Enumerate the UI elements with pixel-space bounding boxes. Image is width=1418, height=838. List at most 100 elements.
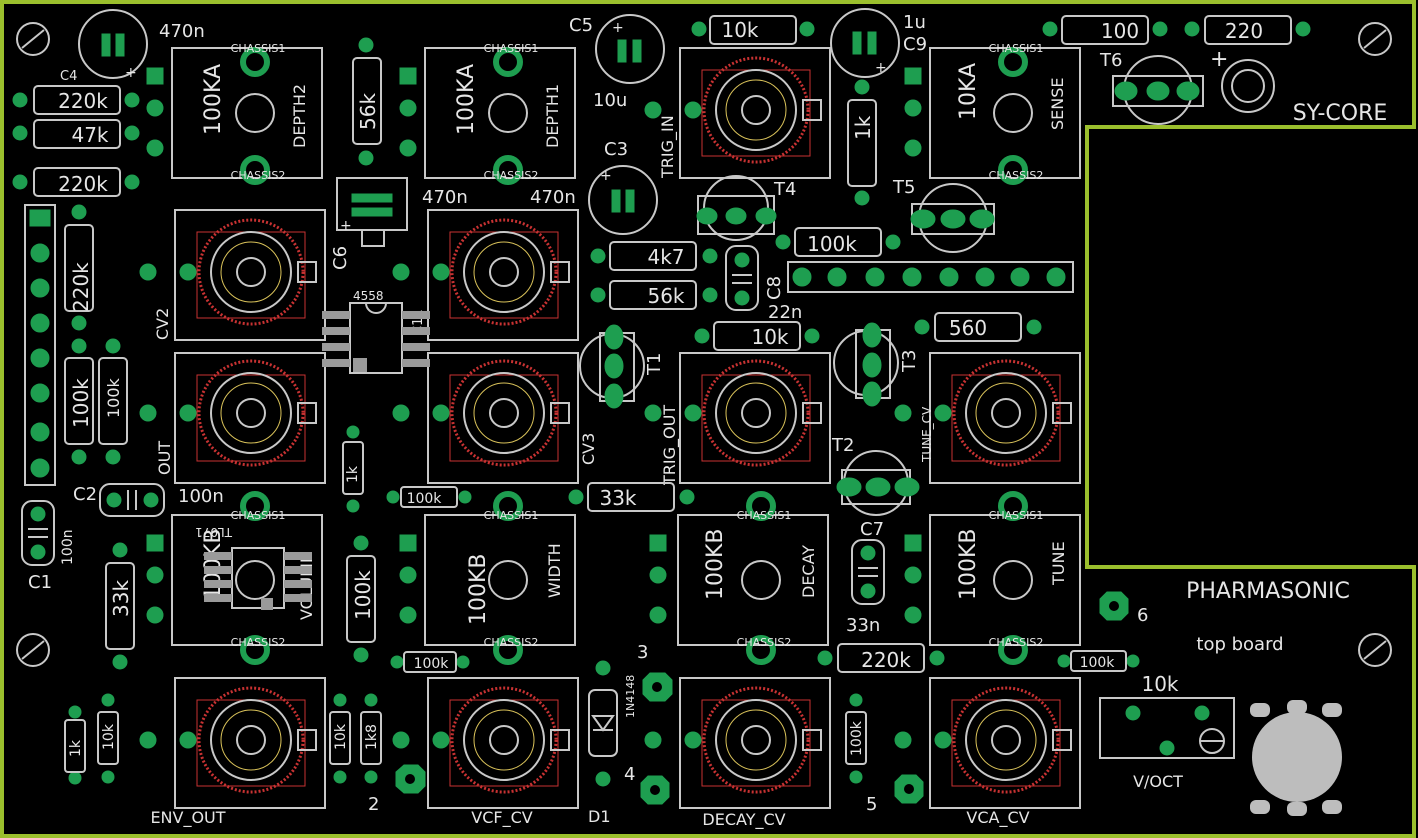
resistor-r7-100: 100 bbox=[1042, 15, 1168, 45]
svg-text:CHASSIS2: CHASSIS2 bbox=[737, 636, 792, 649]
svg-text:560: 560 bbox=[949, 316, 987, 340]
svg-text:T3: T3 bbox=[899, 350, 920, 373]
transistor-t2: T2 bbox=[831, 435, 920, 516]
svg-text:CHASSIS1: CHASSIS1 bbox=[989, 509, 1044, 522]
svg-text:1k: 1k bbox=[68, 739, 84, 757]
resistor-r14-100k: 100k bbox=[775, 227, 901, 257]
svg-text:10KA: 10KA bbox=[956, 63, 981, 120]
svg-text:100KA: 100KA bbox=[201, 64, 226, 135]
pot-depth2: CHASSIS1 CHASSIS2 100KA DEPTH2 bbox=[146, 42, 323, 185]
jack-trig-in: TRIG_IN bbox=[644, 47, 831, 179]
jack-tune-cv: TUNE_CV bbox=[894, 352, 1081, 484]
pot-decay: CHASSIS1 CHASSIS2 100KB DECAY bbox=[649, 491, 829, 665]
svg-text:CHASSIS2: CHASSIS2 bbox=[989, 636, 1044, 649]
resistor-r10-100k: 100k bbox=[64, 338, 94, 465]
svg-text:VCA_CV: VCA_CV bbox=[966, 808, 1029, 828]
capacitor-c1: C1 100n bbox=[21, 500, 76, 593]
jack-cv3: CV3 bbox=[392, 352, 598, 484]
svg-text:+: + bbox=[612, 20, 624, 36]
ic-tl071: TL071 bbox=[195, 525, 312, 610]
svg-text:CHASSIS2: CHASSIS2 bbox=[989, 169, 1044, 182]
resistor-r6-1k: 1k bbox=[847, 79, 877, 206]
round-switch-footprint bbox=[1250, 700, 1342, 816]
svg-text:+: + bbox=[125, 65, 137, 81]
jack-decay-cv: DECAY_CV bbox=[644, 677, 831, 830]
pot-depth1: CHASSIS1 CHASSIS2 100KA DEPTH1 bbox=[399, 42, 576, 185]
svg-text:100k: 100k bbox=[1080, 655, 1116, 671]
svg-text:T1: T1 bbox=[644, 353, 665, 376]
svg-text:D1: D1 bbox=[588, 807, 611, 826]
svg-text:1k: 1k bbox=[851, 115, 875, 140]
trimmer-voct: 10k V/OCT bbox=[1099, 672, 1235, 791]
svg-text:100KB: 100KB bbox=[466, 553, 491, 625]
svg-text:220k: 220k bbox=[58, 89, 108, 113]
svg-text:100k: 100k bbox=[414, 656, 450, 672]
svg-text:T6: T6 bbox=[1099, 50, 1122, 71]
resistor-r2-47k: 47k bbox=[12, 119, 140, 149]
svg-text:TRIG_OUT: TRIG_OUT bbox=[660, 405, 680, 486]
svg-text:DEPTH2: DEPTH2 bbox=[290, 84, 309, 148]
test-point-2: 2 bbox=[368, 764, 426, 815]
resistor-r8-220: 220 bbox=[1184, 15, 1311, 45]
svg-text:C2: C2 bbox=[73, 484, 97, 505]
svg-text:T2: T2 bbox=[831, 435, 854, 456]
svg-text:C1: C1 bbox=[28, 572, 52, 593]
board-title: PHARMASONIC bbox=[1186, 579, 1350, 604]
svg-text:10k: 10k bbox=[1141, 672, 1178, 696]
svg-text:220k: 220k bbox=[58, 172, 108, 196]
svg-text:100k: 100k bbox=[69, 378, 93, 428]
svg-text:220k: 220k bbox=[69, 262, 93, 312]
resistor-r24-100k: 100k bbox=[1057, 650, 1140, 672]
svg-text:1u: 1u bbox=[903, 12, 926, 33]
svg-text:CHASSIS1: CHASSIS1 bbox=[231, 42, 286, 55]
core-label: SY-CORE bbox=[1293, 101, 1388, 126]
svg-text:+: + bbox=[875, 60, 887, 76]
svg-text:+: + bbox=[1210, 47, 1228, 72]
svg-text:3: 3 bbox=[637, 642, 648, 663]
svg-text:TL071: TL071 bbox=[195, 525, 233, 539]
resistor-r20-33k: 33k bbox=[105, 542, 135, 670]
resistor-r19-33k: 33k bbox=[568, 482, 695, 512]
jack-vca-cv: VCA_CV bbox=[894, 677, 1081, 828]
jack-cv2: CV2 bbox=[139, 209, 326, 341]
resistor-r13-56k: 56k bbox=[590, 280, 718, 310]
transistor-t6: T6 bbox=[1099, 50, 1204, 125]
svg-text:100n: 100n bbox=[60, 529, 76, 565]
svg-text:22n: 22n bbox=[768, 302, 802, 323]
svg-text:100n: 100n bbox=[178, 486, 224, 507]
svg-text:C7: C7 bbox=[860, 519, 884, 540]
svg-text:T4: T4 bbox=[773, 179, 796, 200]
pot-volume: CHASSIS1 CHASSIS2 100KB VOLUME bbox=[146, 491, 323, 665]
transistor-t5: T5 bbox=[892, 177, 995, 253]
test-point-6: 6 bbox=[1099, 591, 1148, 626]
svg-text:C9: C9 bbox=[903, 34, 927, 55]
resistor-r15-10k: 10k bbox=[694, 321, 820, 351]
resistor-r18-100k: 100k bbox=[386, 486, 472, 508]
svg-text:100: 100 bbox=[1101, 19, 1139, 43]
svg-text:DEPTH1: DEPTH1 bbox=[543, 84, 562, 148]
ic-4558: 4558 bbox=[322, 289, 430, 374]
pot-width: CHASSIS1 CHASSIS2 100KB WIDTH bbox=[399, 491, 576, 665]
svg-text:100k: 100k bbox=[849, 720, 865, 756]
svg-text:CHASSIS2: CHASSIS2 bbox=[484, 636, 539, 649]
svg-text:C5: C5 bbox=[569, 15, 593, 36]
pot-sense: CHASSIS1 CHASSIS2 10KA SENSE bbox=[904, 42, 1081, 185]
svg-text:CHASSIS2: CHASSIS2 bbox=[231, 169, 286, 182]
svg-text:10k: 10k bbox=[751, 325, 788, 349]
header-left-vertical bbox=[24, 204, 56, 486]
resistor-r21-100k: 100k bbox=[346, 535, 376, 663]
svg-text:C8: C8 bbox=[764, 276, 785, 300]
transistor-t4: T4 bbox=[696, 175, 796, 241]
led-sensor: + bbox=[1210, 47, 1275, 113]
resistor-r26-10k: 10k bbox=[97, 693, 119, 784]
svg-text:10k: 10k bbox=[101, 723, 117, 750]
svg-text:33k: 33k bbox=[599, 486, 636, 510]
resistor-r22-100k: 100k bbox=[390, 651, 470, 673]
svg-text:6: 6 bbox=[1137, 605, 1148, 626]
